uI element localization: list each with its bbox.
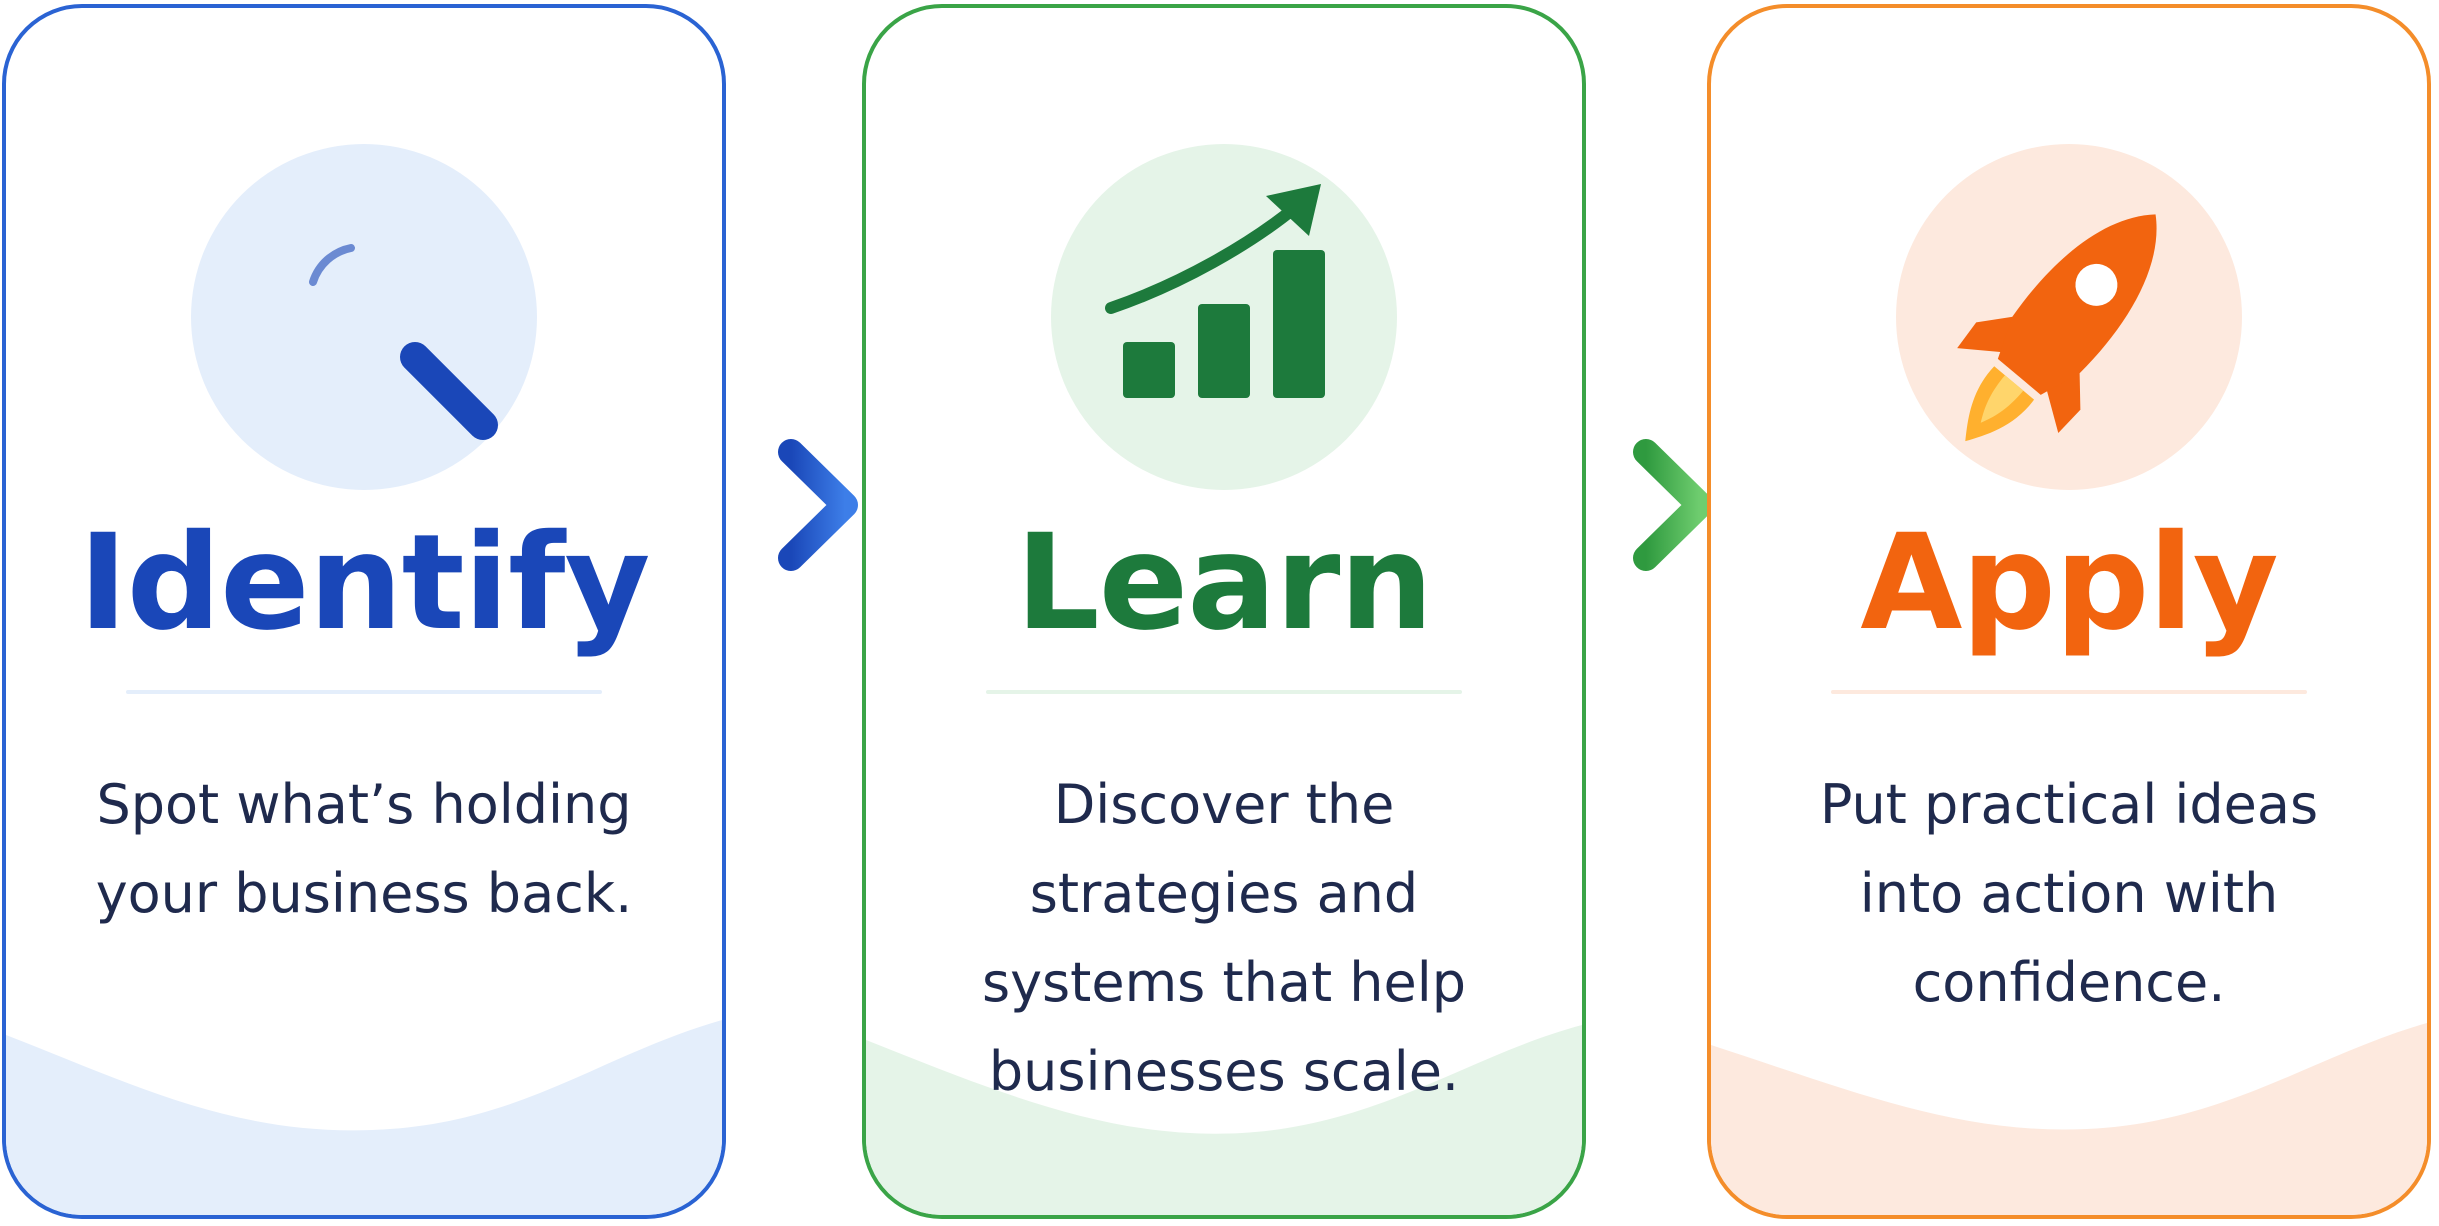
card-title: Learn bbox=[1015, 506, 1434, 660]
lens-glare bbox=[309, 244, 355, 286]
magnifier-handle bbox=[400, 342, 498, 440]
card-description: Discover the strategies and systems that… bbox=[981, 773, 1467, 1103]
title-divider bbox=[986, 690, 1462, 694]
rocket-icon bbox=[1957, 214, 2157, 442]
rocket-body bbox=[1997, 214, 2157, 395]
growth-chart-icon bbox=[1105, 184, 1325, 398]
chart-bar-2 bbox=[1198, 304, 1250, 398]
arrow-head bbox=[778, 439, 858, 571]
rocket-window bbox=[2075, 263, 2118, 306]
chart-bar-3 bbox=[1273, 250, 1325, 398]
flow-arrow-1 bbox=[723, 430, 863, 580]
card-description: Put practical ideas into action with con… bbox=[1819, 773, 2319, 1014]
wave-shape bbox=[866, 1025, 1582, 1215]
wave-shape bbox=[6, 1020, 722, 1215]
card-title: Identify bbox=[78, 506, 651, 660]
chart-bar-1 bbox=[1123, 342, 1175, 398]
card-apply: Apply Put practical ideas into action wi… bbox=[1707, 4, 2431, 1219]
trend-arrowhead bbox=[1266, 184, 1321, 236]
card-identify: Identify Spot what’s holding your busine… bbox=[2, 4, 726, 1219]
title-divider bbox=[126, 690, 602, 694]
arrow-head bbox=[1633, 439, 1713, 571]
flow-arrow-2 bbox=[1578, 430, 1718, 580]
card-description: Spot what’s holding your business back. bbox=[95, 773, 633, 925]
rocket-flame-core bbox=[1980, 375, 2024, 423]
arrow-right-icon bbox=[737, 439, 858, 571]
arrow-right-icon bbox=[1592, 439, 1713, 571]
card-wave-background bbox=[6, 1020, 722, 1215]
card-title: Apply bbox=[1860, 506, 2278, 660]
card-learn: Learn Discover the strategies and system… bbox=[862, 4, 1586, 1219]
icon-circle bbox=[1896, 144, 2242, 490]
icon-circle bbox=[1051, 144, 1397, 490]
trend-line bbox=[1105, 200, 1303, 314]
card-wave-background bbox=[866, 1025, 1582, 1215]
card-wave-background bbox=[1711, 1023, 2427, 1215]
wave-shape bbox=[1711, 1023, 2427, 1215]
magnifying-glass-icon bbox=[309, 244, 498, 440]
title-divider bbox=[1831, 690, 2307, 694]
icon-circle bbox=[191, 144, 537, 490]
